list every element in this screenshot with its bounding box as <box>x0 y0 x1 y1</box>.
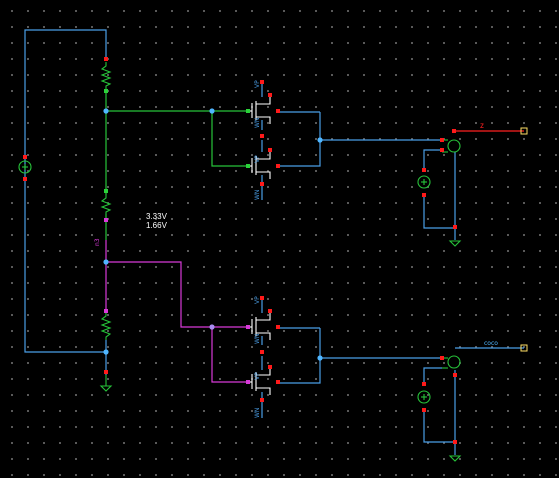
controlled-source-top[interactable] <box>442 139 461 153</box>
output-port-bottom[interactable] <box>520 344 528 352</box>
wire-top-src-loop2 <box>423 149 442 170</box>
wire-bot-output <box>319 328 440 359</box>
wire-top-gate-bus2 <box>211 111 248 167</box>
ground-top-right <box>448 240 462 247</box>
wire-left-loop <box>24 29 107 353</box>
wire-bot-src-loop <box>423 370 456 443</box>
pin-label-well-4: WN <box>254 408 261 418</box>
pin-label-well-1: WN <box>254 118 261 128</box>
voltage-label-bottom: 1.66V <box>146 221 168 230</box>
voltage-source-top-right[interactable] <box>417 175 431 189</box>
wire-top-rail-right2 <box>278 140 321 167</box>
nodes-magenta[interactable] <box>104 218 250 384</box>
mosfet-top-upper[interactable] <box>248 97 271 124</box>
pin-label-drain-3: VP <box>254 296 261 304</box>
mosfet-bottom-lower[interactable] <box>248 368 271 395</box>
output-label-top: z <box>480 121 484 130</box>
pin-label-drain-1: VP <box>254 80 261 88</box>
pin-label-well-3: WN <box>254 334 261 344</box>
voltage-source-bottom-right[interactable] <box>417 390 431 404</box>
mosfet-top-lower[interactable] <box>248 152 271 179</box>
wire-bot-rail-right2 <box>278 358 321 384</box>
wires-magenta[interactable] <box>105 240 248 383</box>
voltage-label-top: 3.33V <box>146 212 168 221</box>
ground-bottom-right <box>448 455 462 462</box>
wire-bot-gate-bus <box>106 261 248 328</box>
wire-top-output <box>319 112 440 141</box>
node-label-mid: n3 <box>94 238 101 246</box>
voltage-source-left[interactable] <box>18 160 32 174</box>
resistor-r3[interactable] <box>100 312 112 340</box>
pin-label-well-2: WN <box>254 190 261 200</box>
nodes-green[interactable] <box>104 89 250 193</box>
mosfet-pin-labels: VP WN VP WN VP WN VP WN <box>254 80 261 418</box>
wires-green[interactable] <box>105 90 248 240</box>
nodes-junction[interactable] <box>103 108 323 361</box>
pin-label-drain-2: VP <box>254 155 261 163</box>
controlled-source-bottom[interactable] <box>442 355 461 369</box>
wire-bot-src-loop2 <box>423 367 442 385</box>
resistor-r1[interactable] <box>100 62 112 90</box>
output-label-bottom: coco <box>484 340 498 347</box>
wire-top-src-loop <box>423 152 456 229</box>
pin-label-drain-4: VP <box>254 372 261 380</box>
wire-bot-gate-bus2 <box>211 327 248 383</box>
resistor-r2[interactable] <box>100 195 112 214</box>
nodes-red[interactable] <box>23 57 457 444</box>
output-port-top[interactable] <box>520 127 528 135</box>
ground-left <box>99 375 113 392</box>
